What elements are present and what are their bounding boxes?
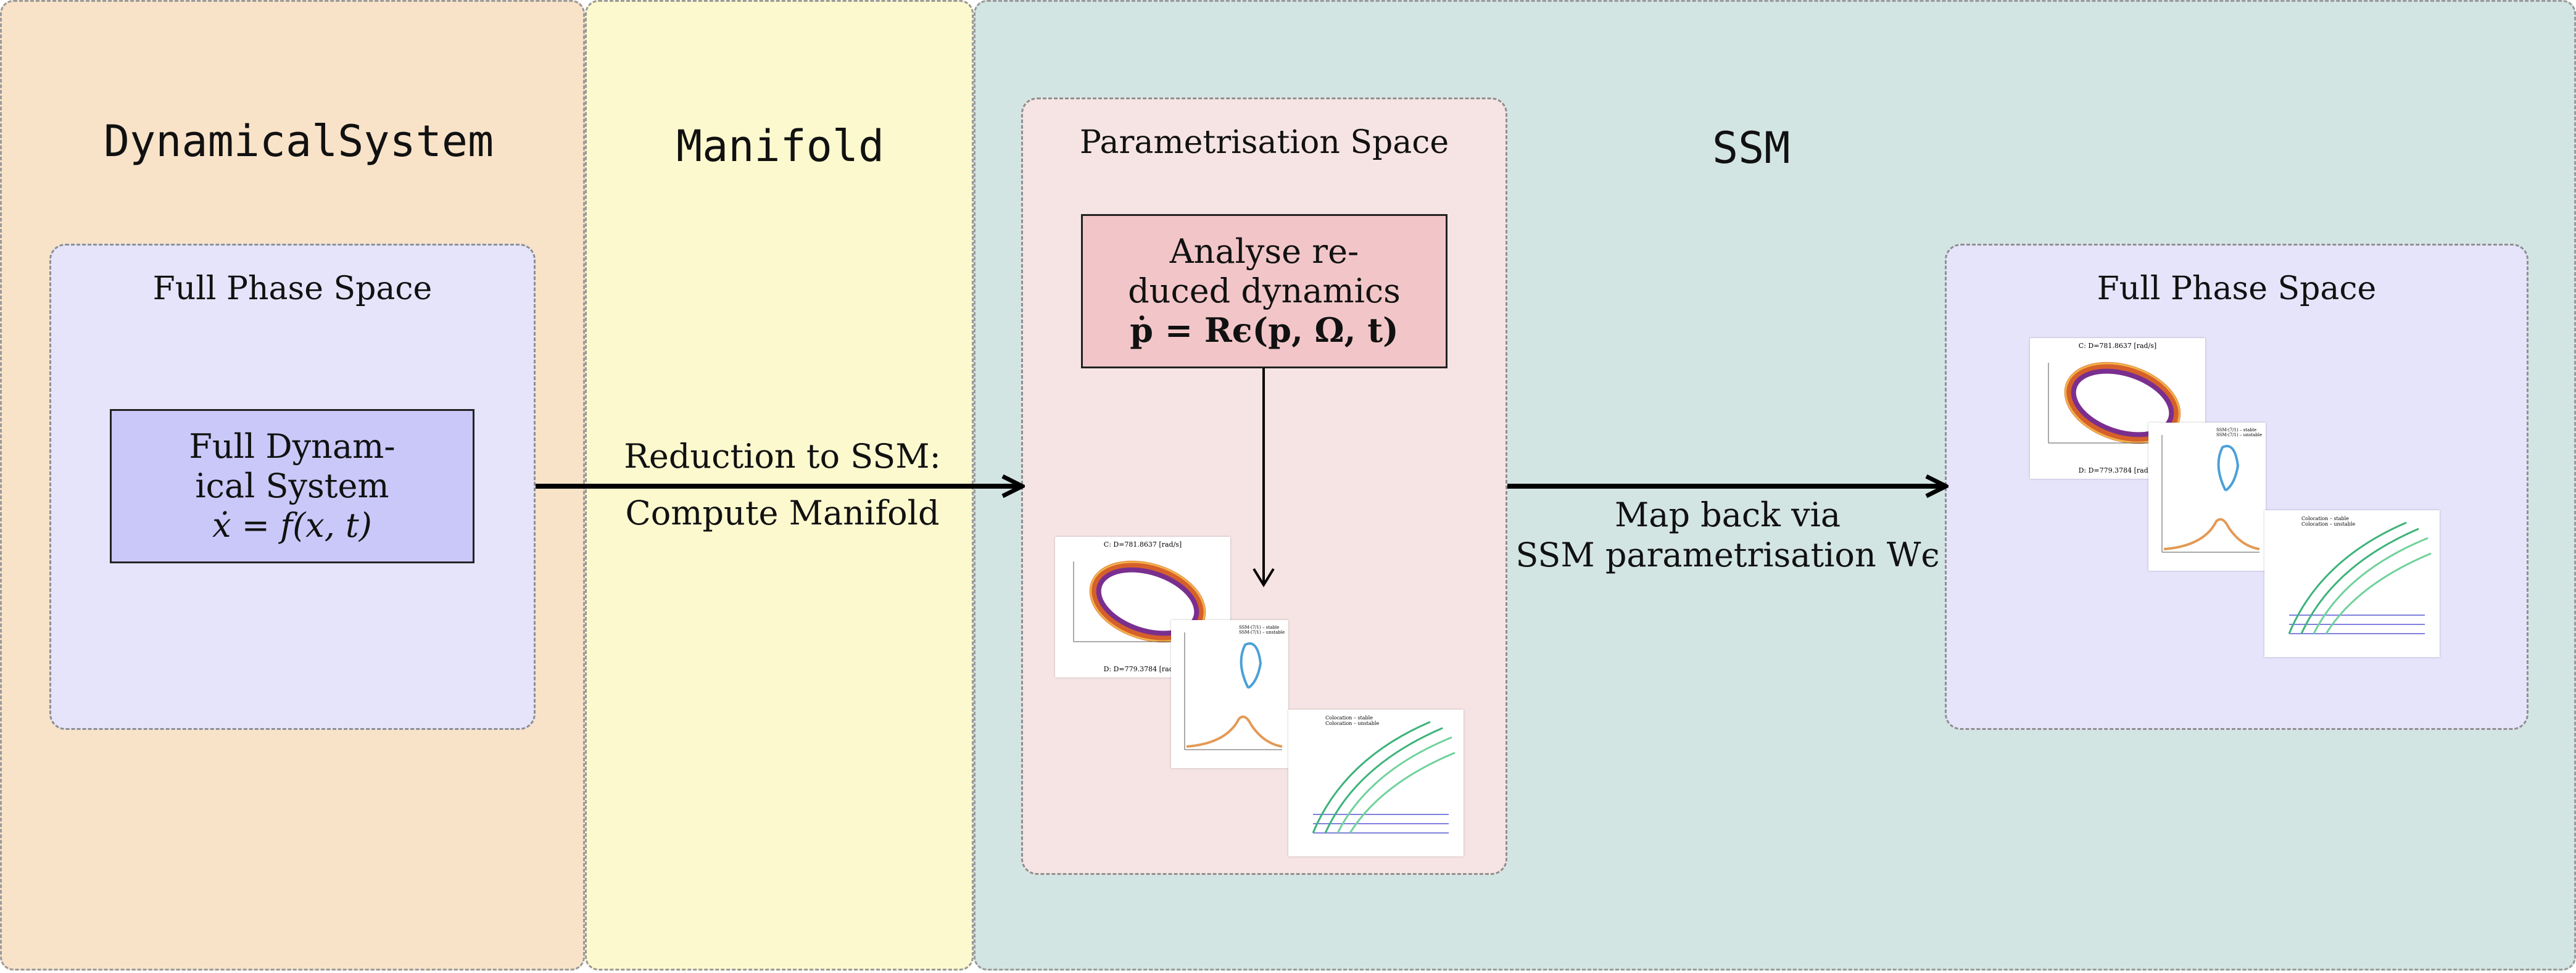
reduced-dynamics-equation: ṗ = Rϵ(p, Ω, t): [1130, 310, 1399, 350]
reduction-arrow-label-line1: Reduction to SSM:: [624, 437, 941, 476]
orbit-plot: C: D=781.8637 [rad/s] D: D=779.3784 [rad…: [1073, 540, 1209, 673]
frc-plot-thumbnail-right: SSM-(7/1) – stable SSM-(7/1) – unstable: [2148, 423, 2266, 571]
ssm-title: SSM: [1712, 123, 1791, 173]
frc-legend-2: SSM-(7/1) – unstable: [1239, 630, 1285, 635]
dynamical-system-title: DynamicalSystem: [104, 116, 494, 167]
map-back-label-line2: SSM parametrisation Wϵ: [1515, 536, 1940, 574]
orbit-plot-footer: D: D=779.3784 [rad/s]: [1104, 665, 1182, 673]
manifold-column: Manifold: [585, 0, 974, 971]
surface-right-legend-2: Colocation – unstable: [2301, 521, 2355, 527]
frc-plot-thumbnail: SSM-(7/1) – stable SSM-(7/1) – unstable: [1171, 620, 1288, 768]
reduced-dynamics-box: Analyse re- duced dynamics ṗ = Rϵ(p, Ω, …: [1081, 214, 1447, 368]
full-dynamical-system-box: Full Dynam- ical System ẋ = f(x, t): [110, 409, 474, 563]
map-back-label-line1: Map back via: [1614, 495, 1841, 534]
full-system-equation: ẋ = f(x, t): [212, 505, 372, 545]
full-phase-space-left-title: Full Phase Space: [152, 270, 433, 307]
orbit-plot-right-footer: D: D=779.3784 [rad/s]: [2079, 466, 2157, 474]
surface-right-legend-1: Colocation – stable: [2301, 516, 2349, 521]
frc-legend-1: SSM-(7/1) – stable: [1239, 625, 1279, 630]
full-system-label-line1: Full Dynam-: [189, 427, 396, 466]
surface-legend-2: Colocation – unstable: [1325, 721, 1379, 726]
surface-plot-thumbnail: Colocation – stable Colocation – unstabl…: [1288, 710, 1464, 856]
surface-legend-1: Colocation – stable: [1325, 715, 1373, 721]
orbit-plot-right-title: C: D=781.8637 [rad/s]: [2079, 342, 2156, 350]
reduced-dynamics-line1: Analyse re-: [1169, 232, 1359, 271]
parametrisation-space-title: Parametrisation Space: [1079, 124, 1449, 161]
frc-plot-right: SSM-(7/1) – stable SSM-(7/1) – unstable: [2161, 428, 2262, 553]
reduction-arrow-label-line2: Compute Manifold: [625, 494, 940, 532]
full-system-label-line2: ical System: [195, 466, 389, 506]
full-phase-space-right-title: Full Phase Space: [2097, 270, 2377, 307]
frc-plot: SSM-(7/1) – stable SSM-(7/1) – unstable: [1184, 625, 1285, 750]
manifold-title: Manifold: [676, 121, 885, 172]
surface-plot-thumbnail-right: Colocation – stable Colocation – unstabl…: [2264, 510, 2440, 657]
surface-plot: Colocation – stable Colocation – unstabl…: [1312, 715, 1456, 834]
orbit-plot-title: C: D=781.8637 [rad/s]: [1104, 540, 1182, 549]
orbit-plot-right: C: D=781.8637 [rad/s] D: D=779.3784 [rad…: [2048, 342, 2184, 474]
reduced-dynamics-line2: duced dynamics: [1128, 271, 1401, 311]
surface-plot-right: Colocation – stable Colocation – unstabl…: [2288, 516, 2432, 634]
frc-right-legend-1: SSM-(7/1) – stable: [2216, 428, 2256, 433]
frc-right-legend-2: SSM-(7/1) – unstable: [2216, 433, 2262, 437]
